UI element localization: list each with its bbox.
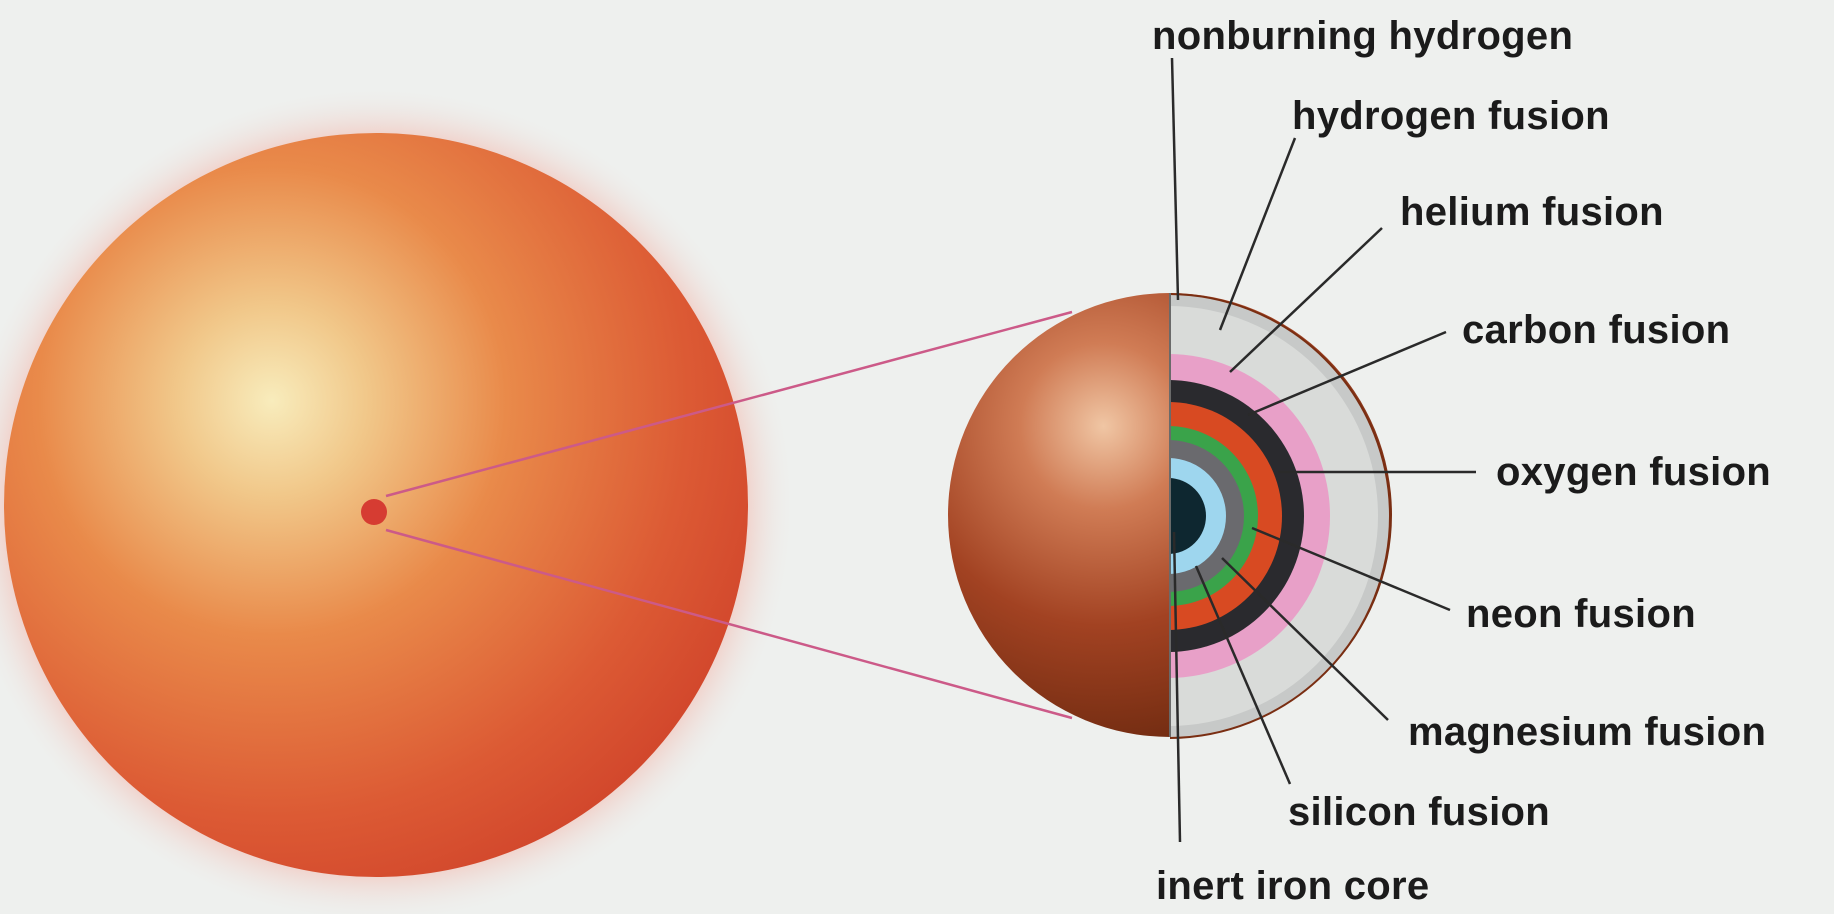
- leader-nonburning-hydrogen: [1172, 58, 1178, 300]
- label-magnesium-fusion: magnesium fusion: [1408, 712, 1766, 752]
- core-cutaway: [946, 293, 1392, 738]
- label-inert-iron-core: inert iron core: [1156, 866, 1429, 906]
- label-helium-fusion: helium fusion: [1400, 192, 1664, 232]
- label-neon-fusion: neon fusion: [1466, 594, 1696, 634]
- label-oxygen-fusion: oxygen fusion: [1496, 452, 1771, 492]
- label-silicon-fusion: silicon fusion: [1288, 792, 1550, 832]
- red-supergiant-star: [0, 85, 796, 914]
- core-marker: [361, 499, 387, 525]
- label-nonburning-hydrogen: nonburning hydrogen: [1152, 16, 1573, 56]
- label-hydrogen-fusion: hydrogen fusion: [1292, 96, 1610, 136]
- leader-hydrogen-fusion: [1220, 138, 1295, 330]
- label-carbon-fusion: carbon fusion: [1462, 310, 1730, 350]
